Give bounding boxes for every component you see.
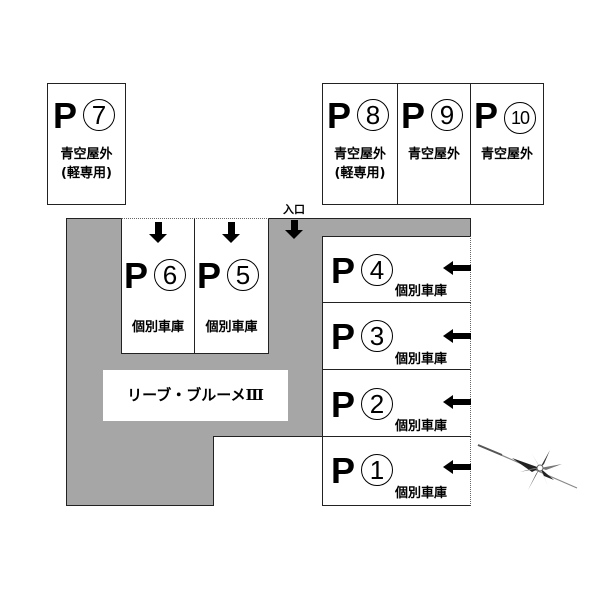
space-type: 個別車庫 [395,419,448,434]
space-type: 青空屋外 [60,147,113,162]
space-type: 青空屋外 [333,147,386,162]
space-type: 個別車庫 [131,320,184,335]
space-type: 個別車庫 [395,352,448,367]
space-type: 個別車庫 [395,284,448,299]
space-type: 個別車庫 [395,486,448,501]
compass-rose-icon [477,444,578,490]
space-type: 青空屋外 [407,147,460,162]
space-type: 個別車庫 [205,320,258,335]
building-name: リーブ・ブルーメⅢ [103,370,288,421]
driveway-edge [213,436,323,437]
space-note: (軽専用) [61,165,112,181]
space-type: 青空屋外 [480,147,533,162]
space-note: (軽専用) [334,165,386,181]
driveway-edge [213,436,214,506]
entrance-label: 入口 [283,203,305,216]
